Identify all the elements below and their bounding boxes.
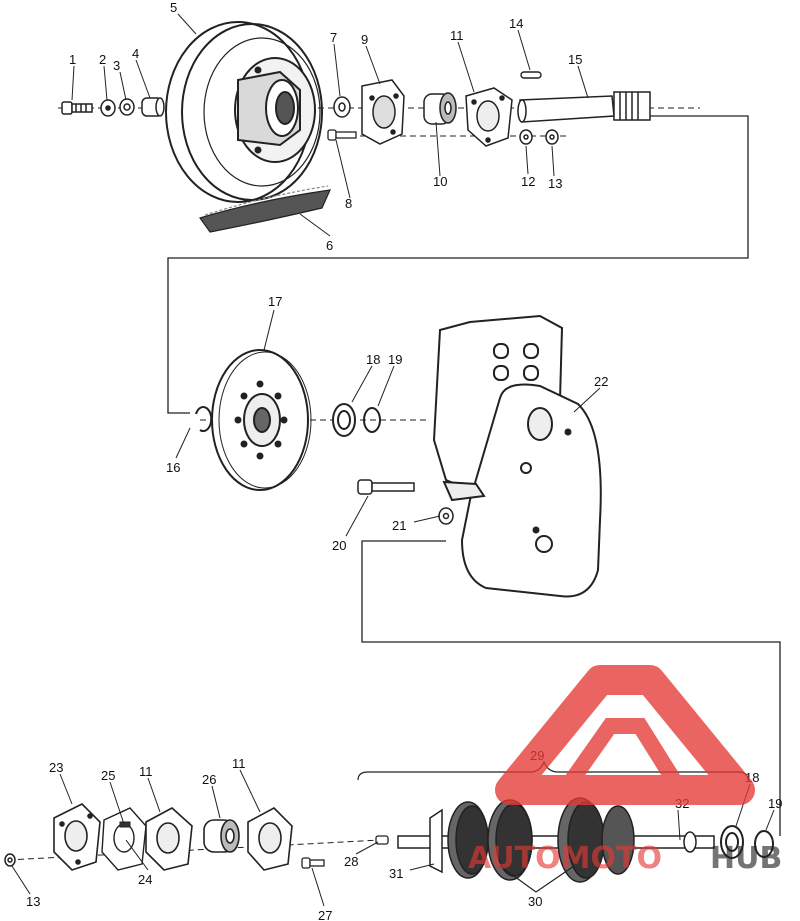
callout-17: 17: [268, 294, 282, 309]
callout-18: 18: [366, 352, 380, 367]
part-11-flange-a: [145, 807, 193, 871]
callout-19: 19: [388, 352, 402, 367]
part-13-nut: [545, 129, 559, 145]
part-11-flange-b: [247, 807, 293, 871]
leader-lines: [11, 13, 775, 907]
part-20-bolt: [357, 479, 415, 495]
callout-10: 10: [433, 174, 447, 189]
part-5-pulley: [165, 21, 323, 203]
watermark-text-b: HUB: [710, 841, 782, 876]
part-13-nut-b: [4, 853, 16, 867]
part-28-key: [375, 835, 389, 845]
callout-7: 7: [330, 30, 337, 45]
callout-26: 26: [202, 772, 216, 787]
callout-9: 9: [361, 32, 368, 47]
part-3-lock-washer: [119, 98, 135, 116]
callout-4: 4: [132, 46, 139, 61]
part-12-lock-washer: [519, 129, 533, 145]
callout-11-b: 11: [232, 756, 246, 771]
callout-8: 8: [345, 196, 352, 211]
callout-12: 12: [521, 174, 535, 189]
part-7-washer: [333, 96, 351, 118]
part-19-snap-ring: [363, 407, 381, 433]
callout-2: 2: [99, 52, 106, 67]
part-24-gasket: [101, 807, 147, 871]
watermark-text-a: AUTOMOTO: [468, 841, 662, 876]
part-15-shaft: [517, 91, 651, 123]
callout-15: 15: [568, 52, 582, 67]
leader-30: [499, 865, 575, 893]
callout-5: 5: [170, 0, 177, 15]
part-17-disc-pulley: [211, 349, 312, 491]
callout-31: 31: [389, 866, 403, 881]
part-27-bolt: [301, 857, 325, 869]
callout-19-b: 19: [768, 796, 782, 811]
callout-11-a: 11: [139, 764, 153, 779]
callout-30: 30: [528, 894, 542, 909]
part-25-key: [119, 821, 131, 828]
callout-23: 23: [49, 760, 63, 775]
part-4-spacer: [141, 97, 165, 117]
part-14-key: [520, 71, 542, 79]
callout-1: 1: [69, 52, 76, 67]
callout-13: 13: [548, 176, 562, 191]
part-23-flange: [53, 803, 101, 871]
part-1-bolt: [61, 101, 93, 115]
callout-16: 16: [166, 460, 180, 475]
part-9-flange-plate: [361, 79, 405, 145]
part-18-bearing: [332, 403, 356, 437]
part-10-bearing: [423, 92, 457, 125]
part-26-bearing: [203, 819, 240, 853]
part-6-belt: [199, 185, 331, 233]
part-29-gear-shaft-assembly: [397, 797, 715, 883]
part-21-nut: [438, 507, 454, 525]
part-19-snap-ring-b: [754, 830, 774, 858]
part-22-gearbox-housing: [432, 314, 602, 598]
callout-14: 14: [509, 16, 523, 31]
part-11-flange: [465, 87, 513, 147]
callout-20: 20: [332, 538, 346, 553]
part-8-bolt: [327, 129, 357, 141]
part-2-washer: [100, 99, 116, 117]
callout-25: 25: [101, 768, 115, 783]
callout-22: 22: [594, 374, 608, 389]
callout-11: 11: [450, 28, 464, 43]
callout-21: 21: [392, 518, 406, 533]
callout-3: 3: [113, 58, 120, 73]
callout-6: 6: [326, 238, 333, 253]
callout-27: 27: [318, 908, 332, 921]
callout-24: 24: [138, 872, 152, 887]
watermark-logo: AUTOMOTO HUB: [468, 665, 782, 876]
callout-28: 28: [344, 854, 358, 869]
part-18-bearing-b: [720, 825, 744, 859]
part-16-snap-ring: [195, 406, 213, 433]
callout-13-b: 13: [26, 894, 40, 909]
